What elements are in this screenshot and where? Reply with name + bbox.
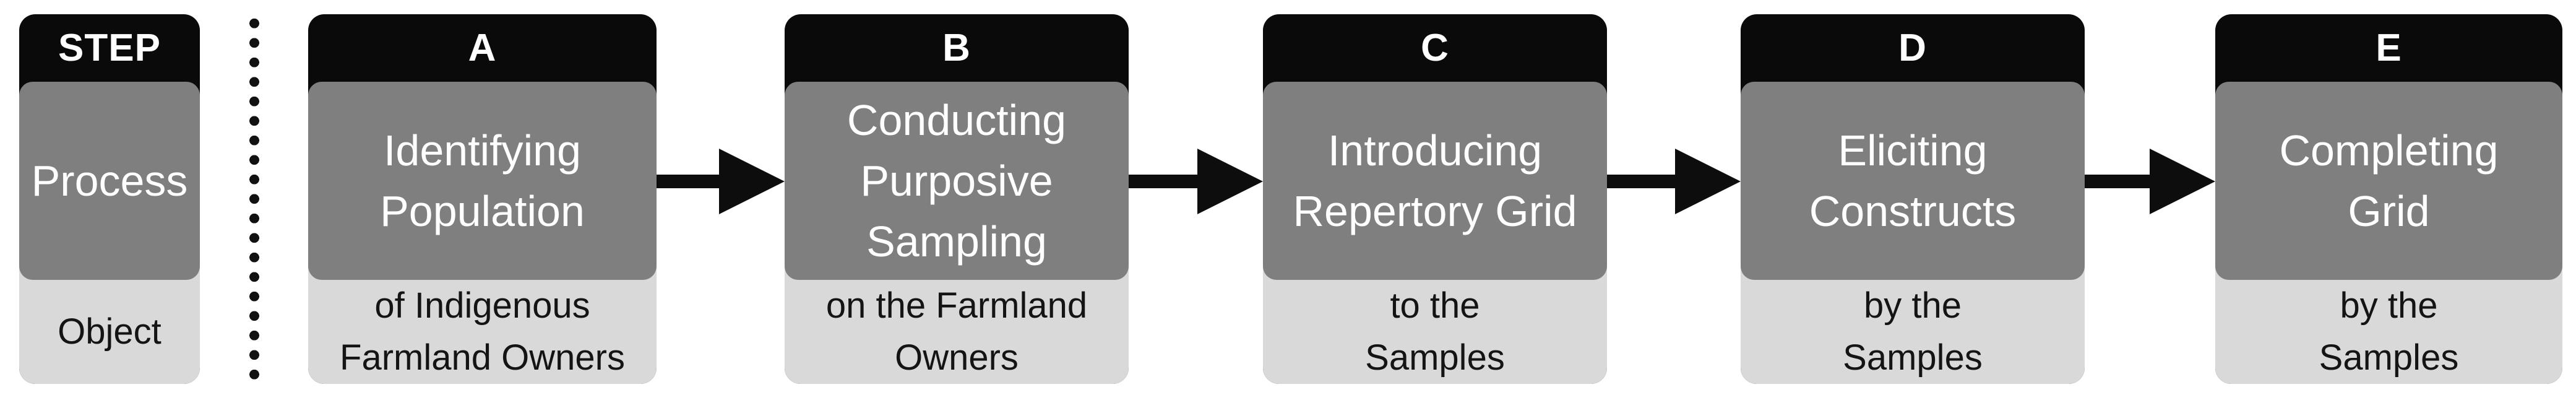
- step-b-header: B: [785, 14, 1129, 82]
- step-e-process-label: Completing Grid: [2279, 126, 2499, 235]
- step-d-process-label: Eliciting Constructs: [1809, 126, 2017, 235]
- arrow-shaft: [657, 174, 719, 188]
- legend-header-label: STEP: [58, 27, 161, 69]
- step-d-body: by the Samples Eliciting Constructs: [1741, 82, 2085, 384]
- step-d-object-section: by the Samples: [1741, 266, 2085, 384]
- flow-arrow-d-e: [2085, 148, 2215, 214]
- step-e-object-section: by the Samples: [2215, 266, 2562, 384]
- step-a-body: of Indigenous Farmland Owners Identifyin…: [308, 82, 657, 384]
- step-block-b: B on the Farmland Owners Conducting Purp…: [785, 14, 1129, 384]
- arrow-shaft: [1129, 174, 1197, 188]
- legend-column: STEP Object Process: [19, 14, 200, 384]
- step-b-body: on the Farmland Owners Conducting Purpos…: [785, 82, 1129, 384]
- step-c-process-section: Introducing Repertory Grid: [1263, 82, 1607, 280]
- step-b-process-label: Conducting Purposive Sampling: [846, 96, 1067, 266]
- flow-arrow-c-d: [1607, 148, 1741, 214]
- step-d-process-section: Eliciting Constructs: [1741, 82, 2085, 280]
- step-b-process-section: Conducting Purposive Sampling: [785, 82, 1129, 280]
- step-a-process-section: Identifying Population: [308, 82, 657, 280]
- step-b-object-label: on the Farmland Owners: [825, 285, 1088, 378]
- arrow-head-icon: [2150, 148, 2215, 214]
- step-d-object-label: by the Samples: [1843, 285, 1983, 378]
- step-c-body: to the Samples Introducing Repertory Gri…: [1263, 82, 1607, 384]
- step-c-header: C: [1263, 14, 1607, 82]
- step-c-process-label: Introducing Repertory Grid: [1293, 126, 1577, 235]
- step-block-d: D by the Samples Eliciting Constructs: [1741, 14, 2085, 384]
- legend-process-label: Process: [31, 157, 188, 205]
- step-e-process-section: Completing Grid: [2215, 82, 2562, 280]
- step-a-object-section: of Indigenous Farmland Owners: [308, 266, 657, 384]
- legend-object-label: Object: [58, 311, 162, 352]
- step-e-object-label: by the Samples: [2319, 285, 2459, 378]
- step-a-object-label: of Indigenous Farmland Owners: [340, 285, 625, 378]
- step-d-header: D: [1741, 14, 2085, 82]
- step-c-letter: C: [1421, 27, 1449, 69]
- step-a-letter: A: [468, 27, 497, 69]
- arrow-head-icon: [719, 148, 785, 214]
- step-b-letter: B: [942, 27, 971, 69]
- legend-header: STEP: [19, 14, 200, 82]
- step-c-object-section: to the Samples: [1263, 266, 1607, 384]
- step-e-letter: E: [2376, 27, 2402, 69]
- legend-object-section: Object: [19, 266, 200, 384]
- legend-body: Object Process: [19, 82, 200, 384]
- flow-arrow-a-b: [657, 148, 785, 214]
- step-d-letter: D: [1898, 27, 1927, 69]
- arrow-shaft: [2085, 174, 2150, 188]
- step-b-object-section: on the Farmland Owners: [785, 266, 1129, 384]
- step-c-object-label: to the Samples: [1365, 285, 1505, 378]
- step-block-a: A of Indigenous Farmland Owners Identify…: [308, 14, 657, 384]
- step-a-process-label: Identifying Population: [380, 126, 585, 235]
- arrow-head-icon: [1675, 148, 1741, 214]
- legend-process-section: Process: [19, 82, 200, 280]
- arrow-head-icon: [1197, 148, 1263, 214]
- step-a-header: A: [308, 14, 657, 82]
- step-e-header: E: [2215, 14, 2562, 82]
- step-e-body: by the Samples Completing Grid: [2215, 82, 2562, 384]
- flow-arrow-b-c: [1129, 148, 1263, 214]
- step-block-e: E by the Samples Completing Grid: [2215, 14, 2562, 384]
- dotted-separator: [249, 14, 259, 385]
- arrow-shaft: [1607, 174, 1675, 188]
- step-block-c: C to the Samples Introducing Repertory G…: [1263, 14, 1607, 384]
